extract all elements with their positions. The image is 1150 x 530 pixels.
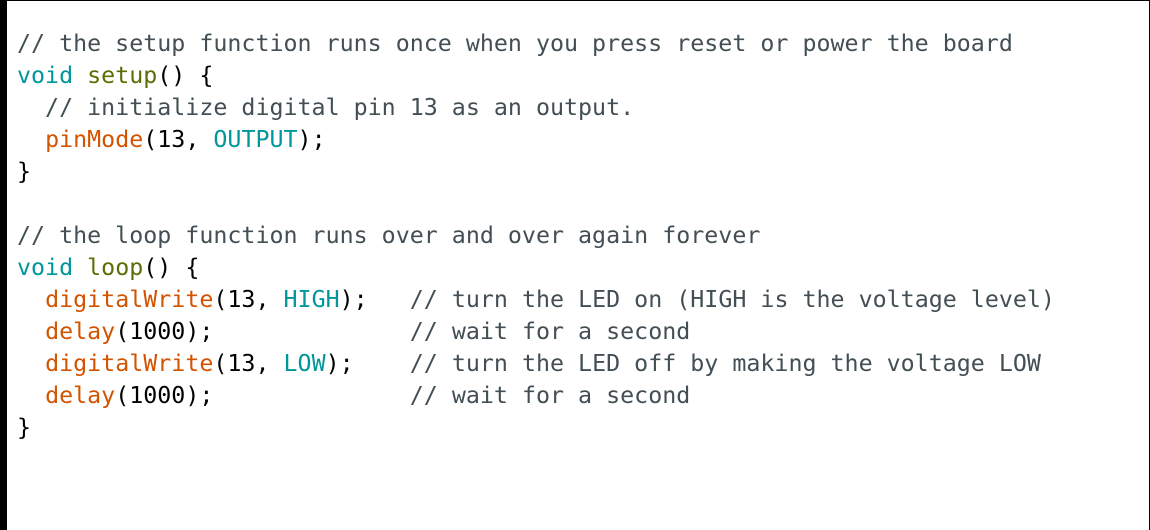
code-token-plain: () {: [143, 254, 200, 281]
code-token-const: LOW: [283, 350, 326, 377]
code-line: // initialize digital pin 13 as an outpu…: [17, 92, 1055, 124]
code-line: // the setup function runs once when you…: [17, 28, 1055, 60]
code-area[interactable]: // the setup function runs once when you…: [17, 28, 1055, 444]
code-token-plain: [17, 286, 45, 313]
code-token-plain: }: [17, 414, 32, 441]
code-token-comment: // turn the LED on (HIGH is the voltage …: [409, 286, 1055, 313]
code-token-comment: // the loop function runs over and over …: [17, 222, 761, 249]
code-line: [17, 188, 1055, 220]
code-token-plain: [73, 62, 87, 89]
code-token-plain: [17, 350, 45, 377]
code-line: void loop() {: [17, 252, 1055, 284]
code-token-comment: // the setup function runs once when you…: [17, 30, 1013, 57]
code-line: delay(1000); // wait for a second: [17, 380, 1055, 412]
code-token-const: HIGH: [283, 286, 340, 313]
code-token-kw-type: void: [17, 62, 74, 89]
code-token-plain: [17, 318, 45, 345]
code-token-plain: [73, 254, 87, 281]
code-line: void setup() {: [17, 60, 1055, 92]
code-token-kw-type: void: [17, 254, 74, 281]
code-token-plain: (1000);: [115, 318, 410, 345]
code-token-fn-builtin: pinMode: [45, 126, 144, 153]
code-token-comment: // wait for a second: [409, 318, 691, 345]
code-line: }: [17, 412, 1055, 444]
code-token-comment: // turn the LED off by making the voltag…: [409, 350, 1041, 377]
code-line: }: [17, 156, 1055, 188]
code-token-fn-user: loop: [87, 254, 144, 281]
code-token-fn-builtin: digitalWrite: [45, 286, 214, 313]
code-token-plain: [17, 382, 45, 409]
code-token-plain: (13,: [213, 286, 284, 313]
code-line: digitalWrite(13, LOW); // turn the LED o…: [17, 348, 1055, 380]
code-token-plain: () {: [157, 62, 214, 89]
code-token-fn-user: setup: [87, 62, 158, 89]
code-token-plain: (13,: [213, 350, 284, 377]
code-token-fn-builtin: delay: [45, 382, 116, 409]
code-line: digitalWrite(13, HIGH); // turn the LED …: [17, 284, 1055, 316]
code-token-comment: // wait for a second: [409, 382, 691, 409]
code-token-plain: );: [325, 350, 410, 377]
code-token-plain: }: [17, 158, 32, 185]
code-token-fn-builtin: delay: [45, 318, 116, 345]
code-token-plain: (1000);: [115, 382, 410, 409]
code-token-fn-builtin: digitalWrite: [45, 350, 214, 377]
code-line: delay(1000); // wait for a second: [17, 316, 1055, 348]
code-token-comment: // initialize digital pin 13 as an outpu…: [17, 94, 635, 121]
code-token-plain: );: [339, 286, 410, 313]
code-line: pinMode(13, OUTPUT);: [17, 124, 1055, 156]
code-token-plain: (13,: [143, 126, 214, 153]
code-token-const: OUTPUT: [213, 126, 298, 153]
code-token-plain: );: [297, 126, 326, 153]
code-token-plain: [17, 126, 45, 153]
code-line: // the loop function runs over and over …: [17, 220, 1055, 252]
